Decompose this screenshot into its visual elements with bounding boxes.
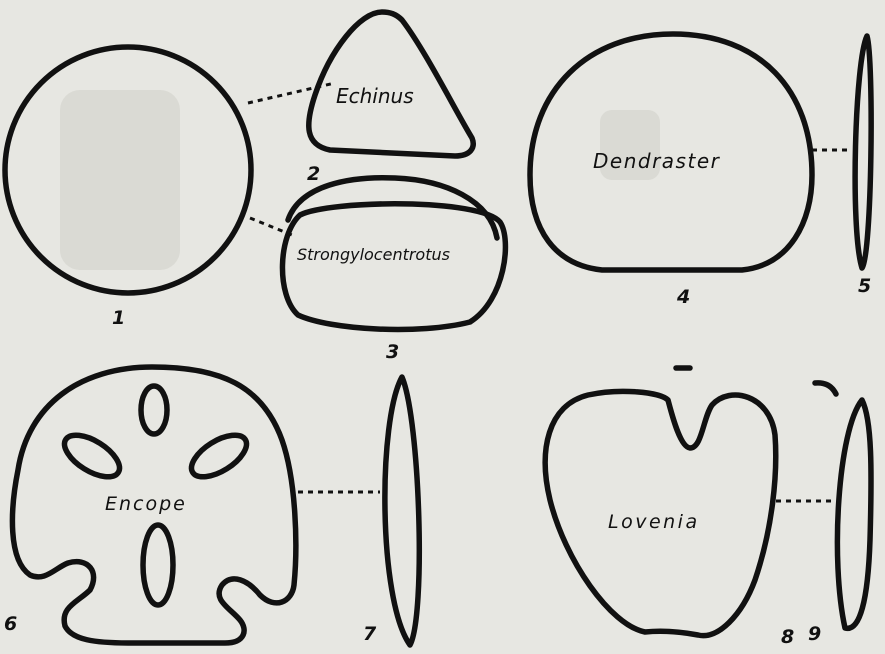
label-lovenia: Lovenia bbox=[608, 511, 700, 533]
label-strongylocentrotus: Strongylocentrotus bbox=[297, 245, 450, 264]
figure-number-6: 6 bbox=[4, 613, 17, 635]
encope-lunule bbox=[143, 525, 173, 605]
encope-lunule bbox=[141, 386, 167, 434]
figure-number-2: 2 bbox=[307, 163, 320, 185]
label-encope: Encope bbox=[105, 493, 187, 515]
figure-number-7: 7 bbox=[363, 623, 377, 645]
stray-mark bbox=[815, 383, 836, 394]
connector-1-to-2 bbox=[248, 83, 335, 103]
label-dendraster: Dendraster bbox=[593, 149, 721, 173]
figure-7-encope-profile bbox=[385, 377, 419, 645]
background-smudge bbox=[60, 90, 180, 270]
figure-number-8: 8 bbox=[781, 626, 794, 648]
figure-5-dendraster-profile bbox=[855, 36, 871, 268]
figure-9-lovenia-profile bbox=[837, 400, 871, 628]
figure-number-3: 3 bbox=[386, 341, 399, 363]
figure-3-strongylocentrotus-outline bbox=[282, 204, 505, 330]
figure-number-5: 5 bbox=[858, 275, 871, 297]
encope-lunule bbox=[185, 427, 253, 485]
encope-lunule bbox=[58, 427, 126, 485]
figure-number-9: 9 bbox=[808, 623, 821, 645]
figure-number-1: 1 bbox=[112, 307, 125, 329]
label-echinus: Echinus bbox=[336, 84, 414, 108]
figure-number-4: 4 bbox=[676, 286, 690, 308]
